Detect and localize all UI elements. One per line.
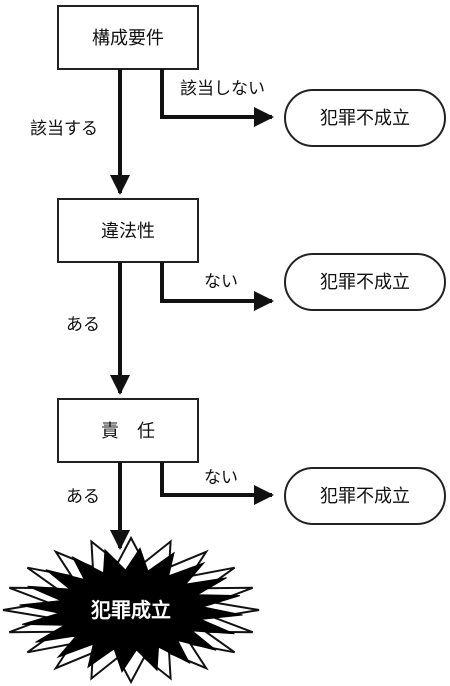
- step-label-responsibility: 責 任: [101, 421, 155, 442]
- result-label-2: 犯罪不成立: [320, 272, 410, 293]
- result-pill-2: 犯罪不成立: [284, 253, 446, 311]
- branch-label-negative-1: 該当しない: [180, 79, 265, 99]
- step-label-illegality: 違法性: [101, 221, 155, 242]
- branch-label-positive-1: 該当する: [30, 119, 98, 139]
- step-box-illegality: 違法性: [57, 198, 199, 263]
- branch-label-positive-3: ある: [66, 487, 100, 507]
- branch-label-negative-2: ない: [204, 272, 238, 292]
- branch-label-positive-2: ある: [66, 315, 100, 335]
- result-pill-3: 犯罪不成立: [284, 467, 446, 525]
- arrow-negative-1: [160, 69, 274, 127]
- final-result-label: 犯罪成立: [90, 598, 171, 622]
- step-box-constituent-elements: 構成要件: [57, 5, 199, 70]
- branch-label-negative-3: ない: [204, 468, 238, 488]
- final-result-burst: 犯罪成立: [2, 535, 260, 685]
- arrow-negative-2: [160, 262, 274, 311]
- step-box-responsibility: 責 任: [57, 398, 199, 463]
- burst-shape: [19, 547, 243, 673]
- step-label-constituent-elements: 構成要件: [92, 28, 164, 49]
- result-label-3: 犯罪不成立: [320, 486, 410, 507]
- result-pill-1: 犯罪不成立: [284, 89, 446, 147]
- result-label-1: 犯罪不成立: [320, 108, 410, 129]
- arrow-negative-3: [160, 462, 274, 505]
